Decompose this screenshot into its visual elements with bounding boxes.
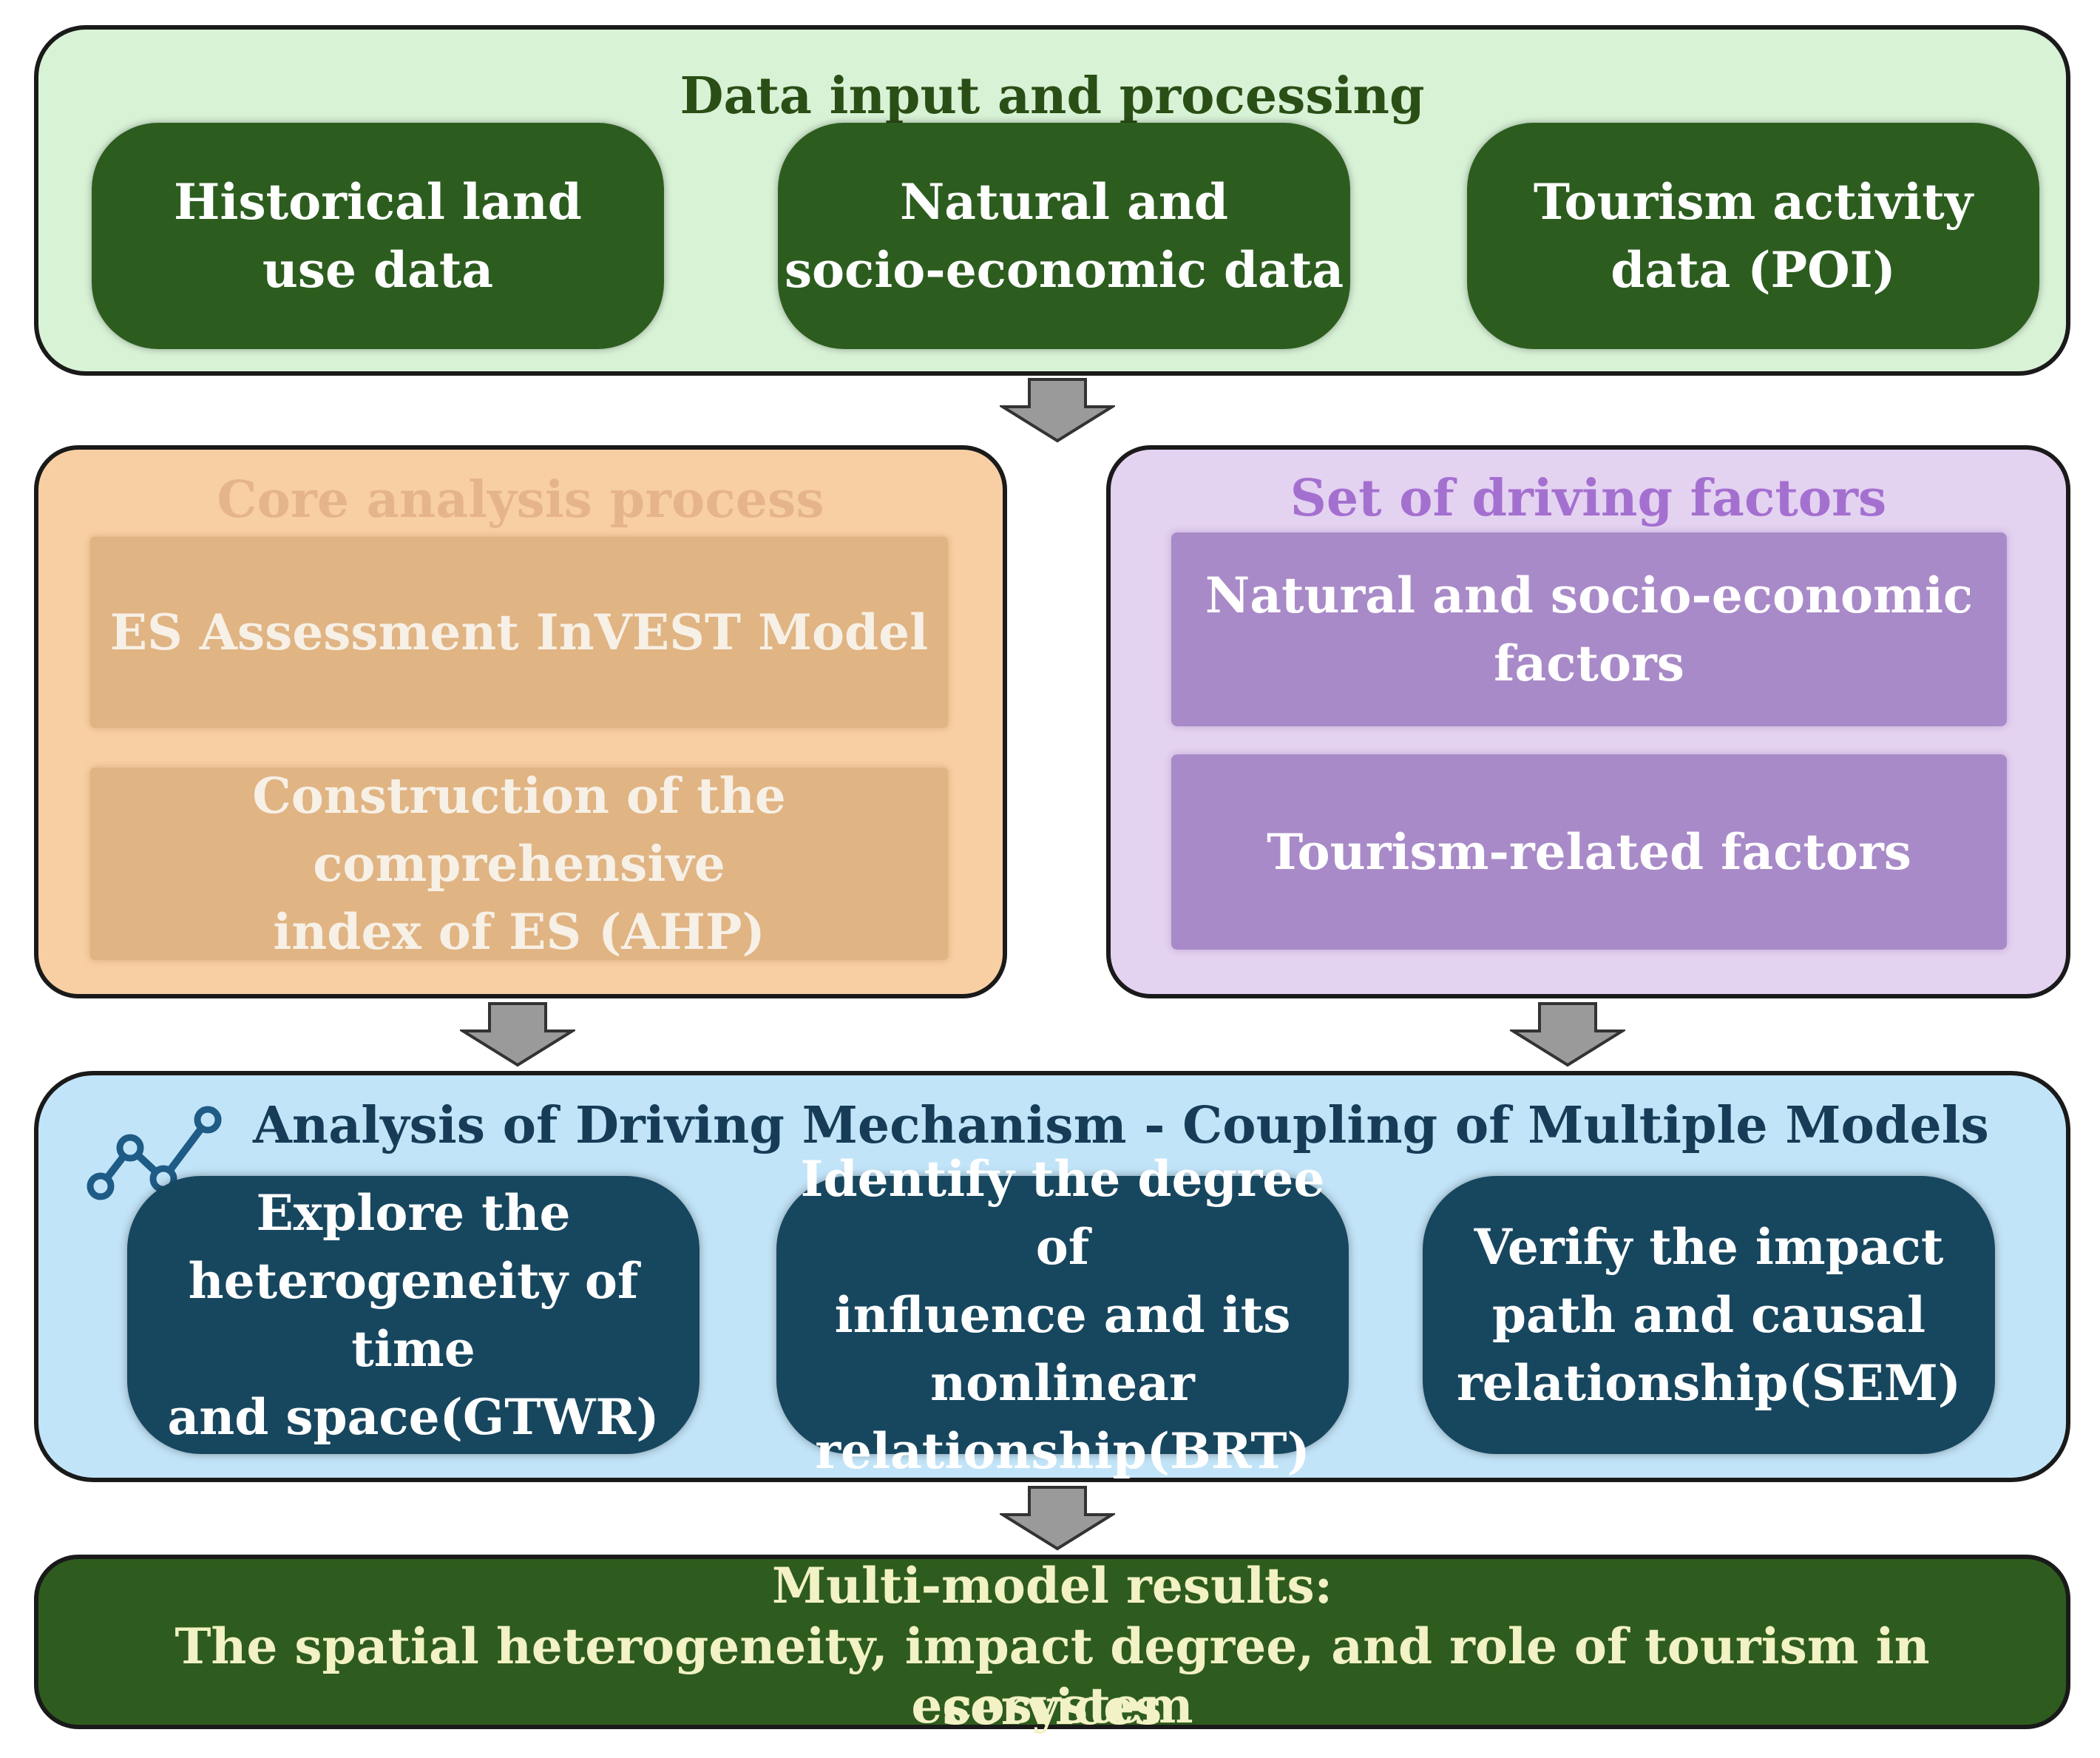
- natural-socio-economic-factors-box: Natural and socio-economic factors: [1171, 533, 2007, 726]
- multi-model-results-panel: Multi-model results: The spatial heterog…: [34, 1555, 2070, 1736]
- down-arrow-icon: [1000, 378, 1115, 443]
- es-assessment-invest-box: ES Assessment InVEST Model: [90, 537, 948, 728]
- historical-land-use-box: Historical land use data: [92, 123, 664, 349]
- network-nodes-icon: [87, 1106, 222, 1200]
- core-analysis-title: Core analysis process: [217, 470, 824, 530]
- down-arrow-icon: [1510, 1002, 1625, 1067]
- down-arrow-icon: [1000, 1486, 1115, 1551]
- natural-socio-economic-data-box: Natural and socio-economic data: [778, 123, 1350, 349]
- core-analysis-panel: Core analysis process ES Assessment InVE…: [34, 445, 1007, 998]
- brt-box: Identify the degree of influence and its…: [776, 1150, 1349, 1480]
- tourism-related-factors-box: Tourism-related factors: [1171, 754, 2007, 950]
- driving-factors-panel: Set of driving factors Natural and socio…: [1106, 445, 2070, 998]
- data-input-title: Data input and processing: [680, 67, 1425, 126]
- results-description-line-1: The spatial heterogeneity, impact degree…: [175, 1617, 1930, 1734]
- driving-mechanism-panel: Analysis of Driving Mechanism - Coupling…: [34, 1071, 2070, 1482]
- results-description-line-2: services: [942, 1678, 1162, 1736]
- data-input-panel: Data input and processing Historical lan…: [34, 25, 2070, 376]
- comprehensive-index-ahp-box: Construction of the comprehensive index …: [90, 767, 948, 961]
- results-heading: Multi-model results:: [771, 1557, 1333, 1615]
- tourism-activity-data-box: Tourism activity data (POI): [1467, 123, 2039, 349]
- driving-mechanism-title: Analysis of Driving Mechanism - Coupling…: [253, 1096, 1989, 1155]
- down-arrow-icon: [460, 1002, 575, 1067]
- gtwr-box: Explore the heterogeneity of time and sp…: [127, 1176, 700, 1454]
- driving-factors-title: Set of driving factors: [1290, 469, 1887, 528]
- sem-box: Verify the impact path and causal relati…: [1423, 1176, 1995, 1454]
